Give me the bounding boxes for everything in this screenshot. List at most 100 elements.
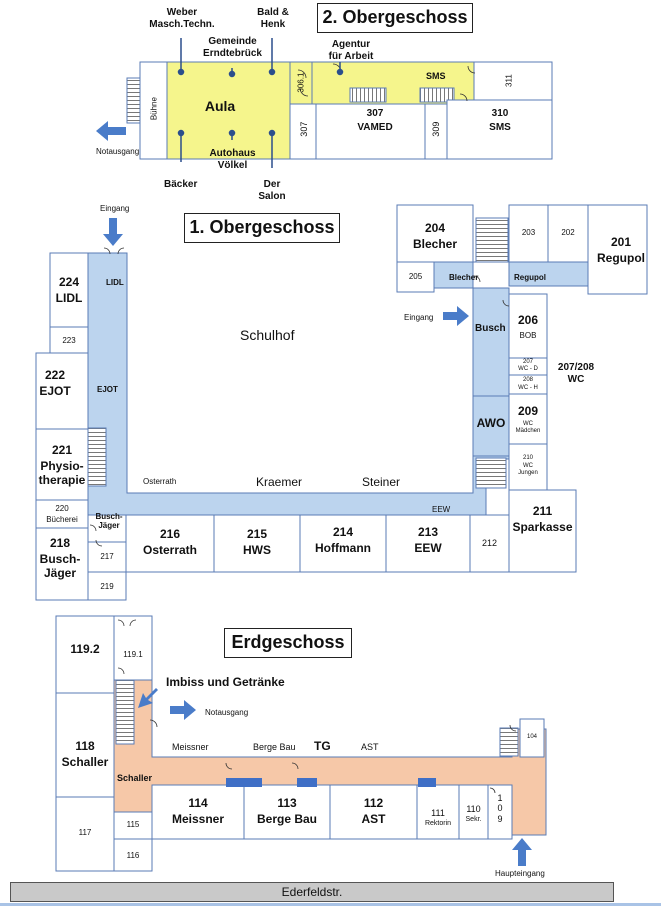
room-215-name: HWS (243, 543, 271, 557)
room-204-label: 204 (424, 221, 446, 235)
second-floor-pointers (177, 38, 344, 168)
corridor-regupol-label: Regupol (514, 273, 546, 282)
room-119-1-label: 119.1 (123, 650, 143, 659)
room-202 (547, 204, 589, 263)
room-224-label: 224 (58, 275, 80, 289)
corridor-eew-label: EEW (432, 505, 451, 514)
label-bald-henk: Bald & Henk (257, 7, 289, 30)
room-306-1-label: 306.1 (296, 72, 306, 93)
emergency-exit-arrow-eg-icon (170, 700, 196, 720)
label-wc-207-208: 207/208 WC (557, 362, 595, 385)
label-notausgang-eg: Notausgang (205, 708, 249, 717)
first-floor-title: 1. Obergeschoss (184, 213, 340, 243)
label-baecker: Bäcker (164, 179, 198, 190)
room-111-label: 111 (431, 808, 445, 818)
room-211-name: Sparkasse (512, 520, 573, 534)
room-204-name: Blecher (412, 237, 458, 251)
room-118-name: Schaller (61, 755, 109, 769)
main-entrance-arrow-icon (512, 838, 532, 866)
room-214-name: Hoffmann (315, 541, 371, 555)
room-201-name: Regupol (597, 251, 645, 265)
room-110-name: Sekr. (465, 816, 482, 823)
room-310 (446, 99, 553, 160)
room-119-1 (113, 615, 153, 681)
room-117-label: 117 (78, 828, 92, 837)
room-114 (151, 784, 245, 840)
room-119-2-label: 119.2 (70, 642, 100, 656)
label-salon: Der Salon (258, 179, 286, 202)
room-212-label: 212 (481, 538, 498, 548)
room-113-label: 113 (277, 796, 297, 810)
corridor-ejot-label: EJOT (97, 385, 118, 394)
first-floor-plan (35, 204, 648, 601)
label-haupteingang: Haupteingang (495, 869, 545, 878)
room-311-label: 311 (504, 74, 514, 87)
room-201 (587, 204, 648, 295)
room-118 (55, 692, 115, 798)
room-112-name: AST (361, 812, 386, 826)
room-112-label: 112 (363, 796, 384, 810)
room-211-label: 211 (532, 504, 553, 518)
room-213-label: 213 (417, 525, 439, 539)
room-208-label: 208 (522, 377, 533, 383)
room-223 (49, 326, 89, 354)
room-111 (416, 784, 460, 840)
room-219 (87, 571, 127, 601)
room-215-label: 215 (246, 527, 268, 541)
room-104 (519, 718, 545, 758)
room-221-label: 221 (51, 443, 73, 457)
corridor-kraemer-label: Kraemer (256, 475, 303, 489)
ground-floor-title: Erdgeschoss (224, 628, 352, 658)
corridor-steiner-label: Steiner (362, 475, 401, 489)
room-aula-label: Aula (204, 98, 236, 114)
room-205-label: 205 (408, 272, 423, 281)
room-210-name: WC Jungen (518, 463, 538, 476)
room-214 (299, 514, 387, 573)
ground-floor-plan (55, 615, 547, 872)
room-109-label: 1 0 9 (497, 793, 503, 824)
room-116 (113, 838, 153, 872)
room-307 (289, 103, 426, 160)
bottom-strip (0, 903, 661, 906)
room-213-name: EEW (414, 541, 442, 555)
room-220-label: 220 (55, 504, 69, 513)
entrance-arrow-left-icon (103, 218, 123, 246)
label-weber: Weber Masch.Techn. (149, 7, 215, 30)
room-210-label: 210 (522, 455, 533, 461)
room-209 (508, 393, 548, 445)
room-201-label: 201 (610, 235, 632, 249)
room-220-name: Bücherei (46, 515, 78, 524)
room-213 (385, 514, 471, 573)
room-109 (487, 784, 513, 840)
corridor-busch-label: Busch (475, 323, 506, 334)
room-buehne (139, 61, 168, 160)
room-203 (508, 204, 549, 263)
room-309-label: 309 (430, 121, 441, 137)
room-209-label: 209 (517, 404, 539, 418)
room-206-name: BOB (519, 331, 537, 340)
room-218-label: 218 (49, 536, 71, 550)
room-206-label: 206 (517, 313, 539, 327)
room-awo (472, 395, 510, 457)
room-110 (458, 784, 489, 840)
room-113-name: Berge Bau (256, 812, 318, 826)
street-label: Ederfeldstr. (10, 882, 614, 902)
room-307-org: VAMED (357, 122, 393, 133)
room-216-label: 216 (159, 527, 181, 541)
room-220 (35, 499, 89, 529)
label-entrance-right: Eingang (404, 313, 434, 322)
room-113 (243, 784, 331, 840)
room-115-label: 115 (126, 820, 140, 829)
room-114-name: Meissner (171, 812, 225, 826)
room-205 (396, 261, 435, 293)
label-notausgang-2og: Notausgang (96, 147, 140, 156)
room-219-label: 219 (100, 582, 114, 591)
entrance-arrow-right-icon (443, 306, 469, 326)
courtyard-label: Schulhof (240, 327, 295, 343)
second-floor-title: 2. Obergeschoss (317, 3, 473, 33)
corridor-osterrath-label: Osterrath (143, 477, 177, 486)
room-209-name: WC Mädchen (515, 421, 541, 434)
room-awo-label: AWO (476, 416, 506, 430)
corridor-meissner-label: Meissner (172, 742, 209, 752)
